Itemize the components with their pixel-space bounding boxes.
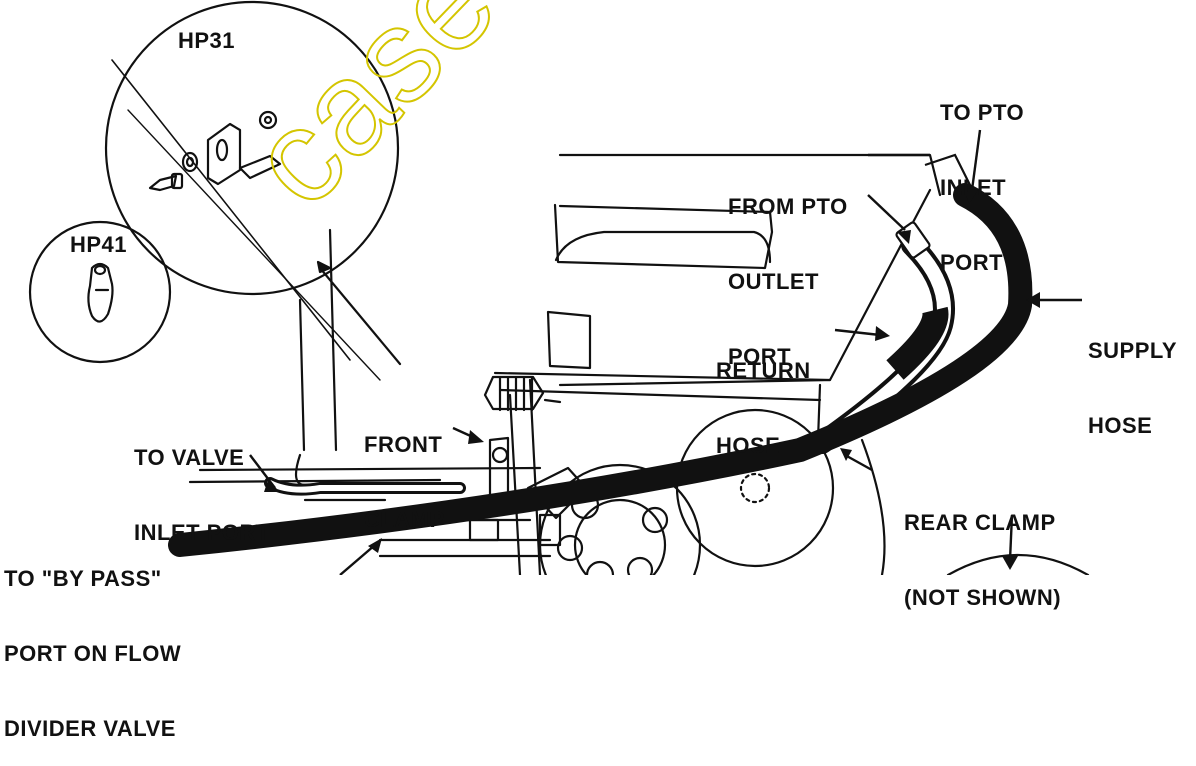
hp41-clamp-part <box>87 262 114 323</box>
rear-clamp-label: REAR CLAMP (NOT SHOWN) <box>904 510 1062 610</box>
front-clamp-label: FRONT CLAMP <box>364 432 445 532</box>
return-hose-label: RETURN HOSE <box>716 358 811 458</box>
supply-hose <box>168 183 1033 557</box>
hp31-detail-circle <box>104 0 400 296</box>
to-bypass-port-label: TO "BY PASS" PORT ON FLOW DIVIDER VALVE <box>4 566 182 741</box>
front-clamp-spring <box>483 375 562 502</box>
rear-clamp-detail-circle <box>946 554 1090 575</box>
to-pto-inlet-port-label: TO PTO INLET PORT <box>940 100 1025 275</box>
supply-hose-label: SUPPLY HOSE <box>1088 338 1178 438</box>
hp41-detail-circle <box>28 220 172 364</box>
to-valve-inlet-port-label: TO VALVE INLET PORT <box>134 445 270 545</box>
hydraulic-hose-routing-diagram <box>28 0 1090 575</box>
hp31-label: HP31 <box>178 28 236 53</box>
hp31-leader-line <box>318 266 402 366</box>
tractor-body-outline <box>188 153 942 575</box>
from-pto-outlet-port-label: FROM PTO OUTLET PORT <box>728 194 848 369</box>
hp41-label: HP41 <box>70 232 128 257</box>
return-hose <box>811 221 955 454</box>
leader-arrowheads <box>264 188 1040 570</box>
leader-lines <box>249 129 1082 575</box>
